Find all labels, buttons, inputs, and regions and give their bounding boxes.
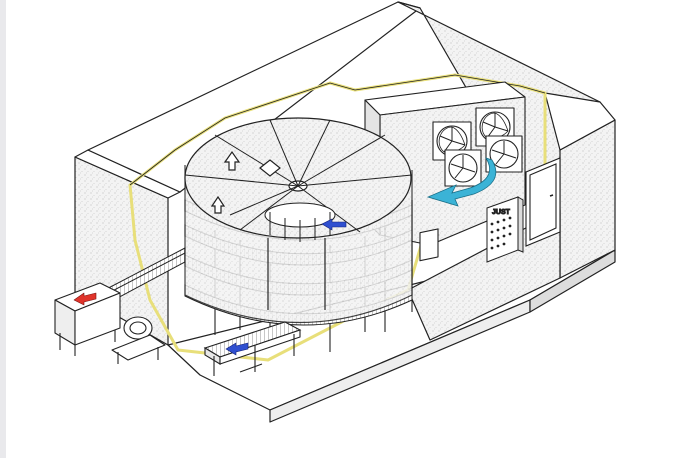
fan-icon <box>444 149 482 187</box>
outfeed-conveyor <box>203 321 302 376</box>
infeed-machine <box>54 282 166 364</box>
door-icon <box>525 157 561 247</box>
drum-segments <box>184 119 413 233</box>
control-panel: JUST <box>486 196 524 263</box>
drum-arrow-icon <box>223 150 241 171</box>
drum-arrow-icon <box>259 159 281 177</box>
right-wall-top <box>544 92 616 151</box>
access-panel <box>419 228 439 262</box>
left-edge-bar <box>0 0 6 458</box>
product-arrow-out-icon <box>225 342 249 356</box>
floor-slab-side <box>529 249 616 313</box>
insulation-outline-inner <box>129 74 546 186</box>
spiral-drum <box>184 117 413 324</box>
product-arrow-in-icon <box>73 292 97 306</box>
drum-inner-cage <box>264 202 336 242</box>
drum-arrow-icon <box>210 195 226 214</box>
control-panel-buttons <box>490 216 512 250</box>
drum-legs <box>214 300 413 352</box>
airflow-arrow-icon <box>426 157 497 207</box>
product-arrow-out-icon <box>321 218 347 231</box>
control-panel-label: JUST <box>492 209 511 216</box>
drum-top <box>184 117 412 239</box>
